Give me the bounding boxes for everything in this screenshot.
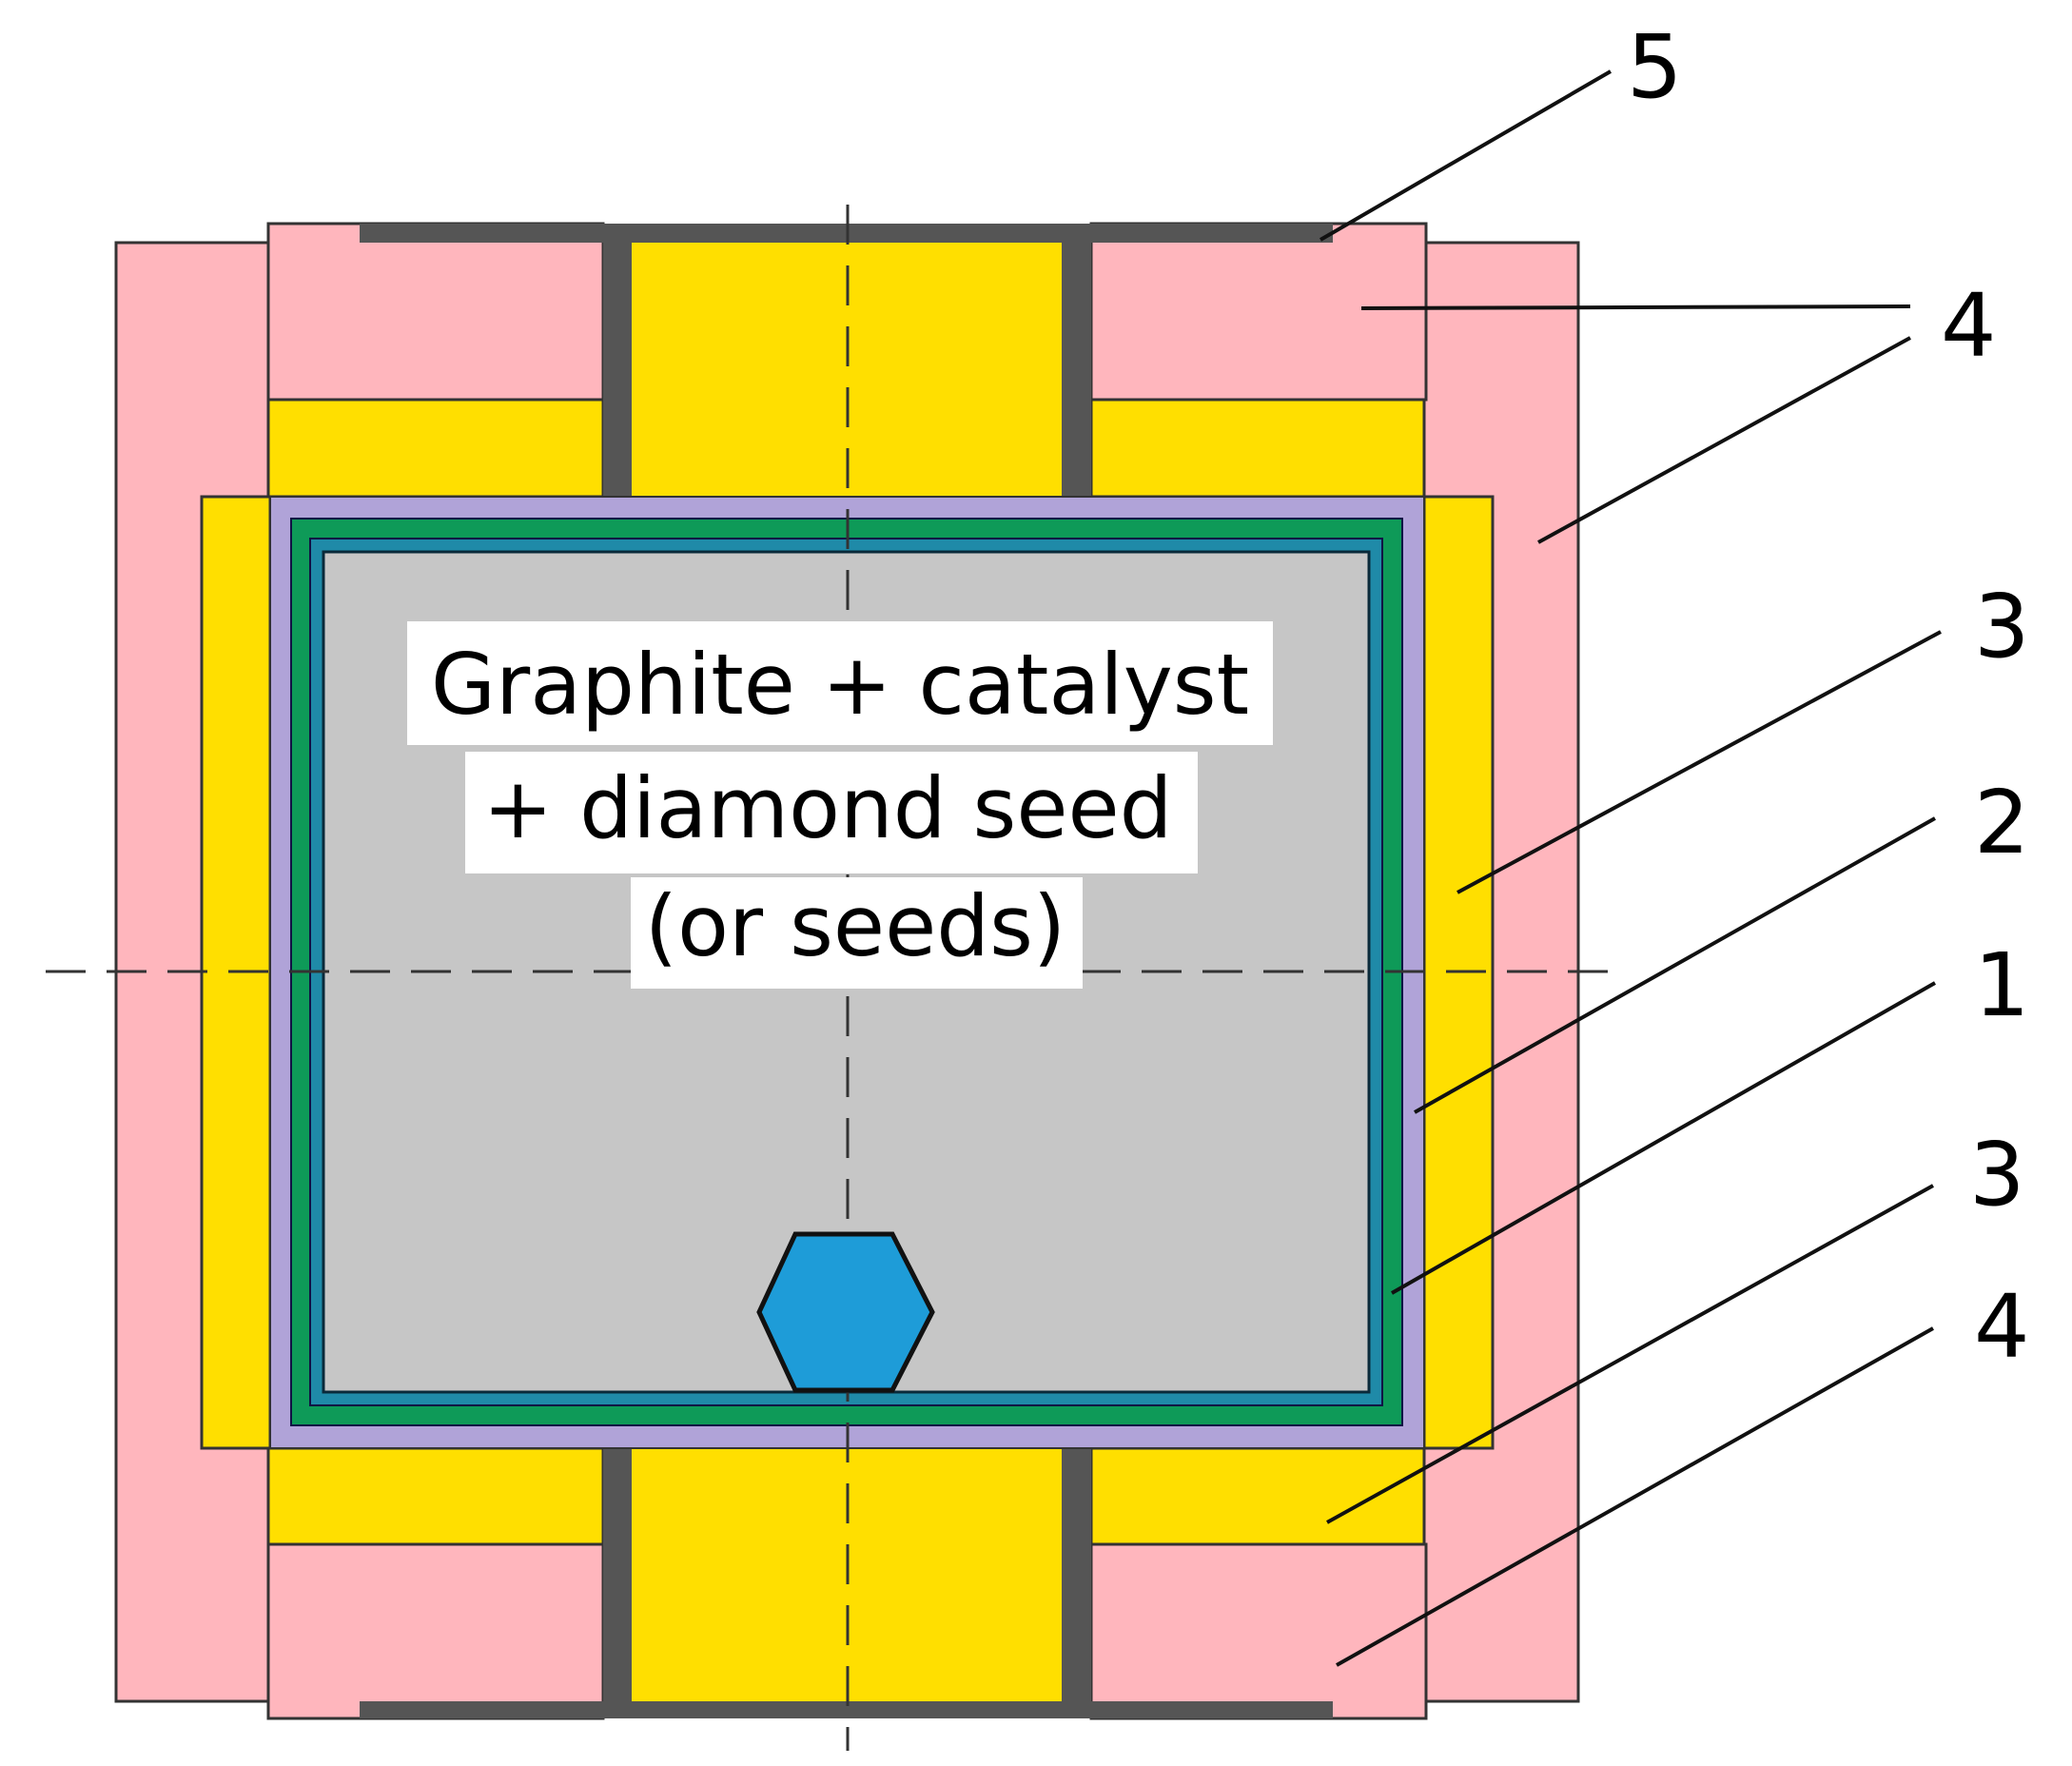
label-line2: + diamond seed	[482, 759, 1172, 857]
callout-line-4-top-b	[1537, 336, 1911, 544]
callout-line-4-top-a	[1360, 304, 1911, 310]
callout-line-4-bottom	[1336, 1326, 1934, 1667]
callout-4-bottom: 4	[1974, 1276, 2030, 1378]
bottom-pink-cap-left	[266, 1542, 605, 1720]
bottom-pink-cap-right	[1089, 1542, 1428, 1720]
bottom-heater-post-right	[1062, 1448, 1091, 1701]
label-line1: Graphite + catalyst	[431, 636, 1249, 734]
callout-line-5	[1319, 69, 1613, 242]
label-bg-line2	[465, 752, 1198, 873]
callout-3-top: 3	[1974, 576, 2030, 677]
top-heater-post-right	[1062, 243, 1091, 497]
bottom-heater-post-left	[603, 1448, 632, 1701]
callout-line-2	[1414, 816, 1936, 1114]
top-pink-cap-right	[1089, 222, 1428, 402]
callout-line-1	[1391, 981, 1936, 1295]
top-heater-post-left	[603, 243, 632, 497]
top-yellow-left	[266, 398, 605, 499]
label-line3: (or seeds)	[645, 877, 1066, 975]
bottom-heater-plate	[360, 1701, 1333, 1718]
callout-2: 2	[1974, 772, 2030, 873]
callout-4-top: 4	[1941, 275, 1997, 377]
label-bg-line3	[631, 877, 1083, 989]
callout-3-bottom: 3	[1969, 1124, 2025, 1226]
callout-line-3-bottom	[1326, 1184, 1934, 1524]
top-yellow-right	[1089, 398, 1426, 499]
callout-1: 1	[1974, 934, 2030, 1036]
bottom-yellow-right	[1089, 1446, 1426, 1546]
callout-line-3-top	[1456, 630, 1942, 894]
diamond-seed-hexagon-icon	[756, 1231, 935, 1393]
bottom-yellow-left	[266, 1446, 605, 1546]
label-bg-line1	[407, 621, 1273, 745]
callout-5: 5	[1627, 16, 1683, 118]
top-pink-cap-left	[266, 222, 605, 402]
